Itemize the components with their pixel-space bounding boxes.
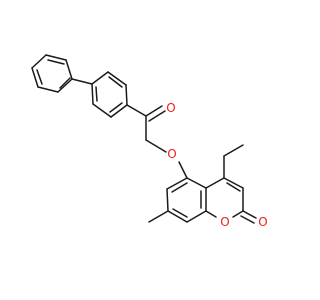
ether-oxygen-label: O bbox=[167, 147, 176, 161]
lactone-carbonyl-bond-2 bbox=[240, 215, 255, 224]
ether-aryl-bond bbox=[178, 161, 188, 179]
phenyl-ring bbox=[31, 54, 73, 93]
ring-oxygen-label: O bbox=[220, 215, 229, 229]
biphenyl-bond bbox=[71, 78, 93, 85]
coumarin-benzo-ring bbox=[166, 177, 207, 223]
methylene-ether-bond bbox=[145, 139, 167, 153]
pyranone-ring bbox=[205, 177, 244, 218]
phenylene-ring bbox=[91, 71, 128, 118]
ethyl-bond-2 bbox=[223, 144, 244, 157]
aryl-carbonyl-bond bbox=[126, 104, 147, 117]
lactone-carbonyl-bond-1 bbox=[242, 210, 257, 219]
lactone-oxygen-label: O bbox=[258, 215, 267, 229]
ketone-double-bond-2 bbox=[148, 110, 166, 122]
ketone-double-bond-1 bbox=[145, 105, 163, 117]
methyl-bond bbox=[148, 210, 169, 223]
ketone-oxygen-label: O bbox=[166, 101, 175, 115]
molecule-diagram: O O O O bbox=[31, 54, 268, 229]
